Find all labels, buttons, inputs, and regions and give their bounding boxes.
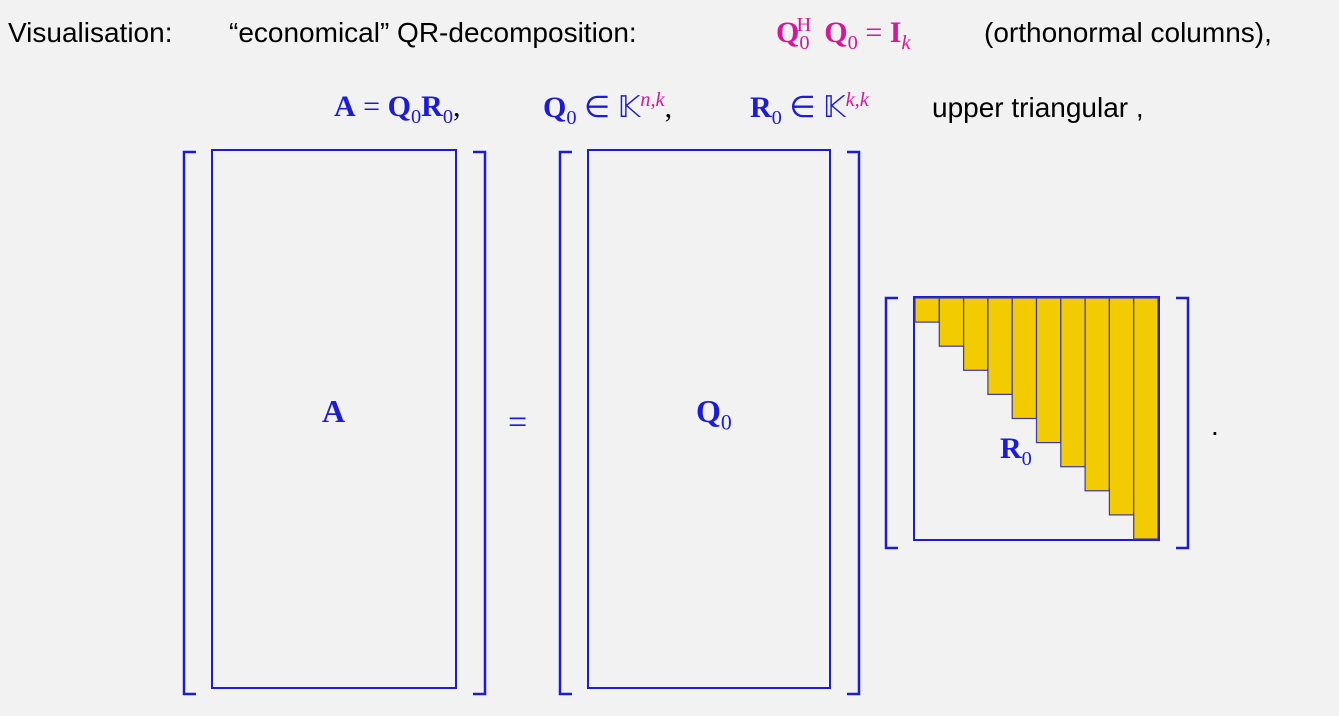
- triangle-column: [962, 297, 989, 371]
- upper-triangular-note: upper triangular ,: [932, 92, 1144, 123]
- triangle-column: [1035, 297, 1062, 444]
- visualisation-label: Visualisation:: [8, 17, 173, 48]
- upper-triangle-fill: [914, 297, 1159, 540]
- matrix-a-box: [211, 149, 457, 689]
- factorization-formula: A = Q0R0,: [334, 90, 461, 128]
- triangle-column: [1060, 297, 1086, 468]
- triangle-column: [1084, 297, 1110, 492]
- matrix-a-right-bracket: [473, 150, 487, 696]
- trailing-period: .: [1211, 410, 1219, 441]
- matrix-r0-label: R0: [1000, 432, 1032, 470]
- triangle-column: [914, 297, 940, 323]
- matrix-a-label: A: [322, 393, 346, 429]
- triangle-column: [1108, 297, 1135, 516]
- triangle-column: [987, 297, 1013, 396]
- matrix-q0-right-bracket: [847, 150, 861, 696]
- matrix-q0-box: [587, 149, 831, 689]
- matrix-q0-left-bracket: [558, 150, 572, 696]
- qr-subject: “economical” QR-decomposition:: [229, 17, 637, 48]
- matrix-a-left-bracket: [182, 150, 196, 696]
- triangle-column: [1133, 297, 1159, 540]
- triangle-column: [1011, 297, 1038, 420]
- triangle-column: [938, 297, 965, 347]
- equals-sign: =: [508, 404, 528, 441]
- matrix-r0-left-bracket: [884, 296, 898, 550]
- matrix-r0-box: [913, 296, 1160, 541]
- matrix-q0-label: Q0: [696, 393, 732, 435]
- orthonormal-note: (orthonormal columns),: [984, 17, 1272, 48]
- r0-space-formula: R0 ∈ 𝕂k,k: [750, 89, 869, 129]
- q0-space-formula: Q0 ∈ 𝕂n,k,: [543, 89, 673, 129]
- matrix-r0-right-bracket: [1176, 296, 1190, 550]
